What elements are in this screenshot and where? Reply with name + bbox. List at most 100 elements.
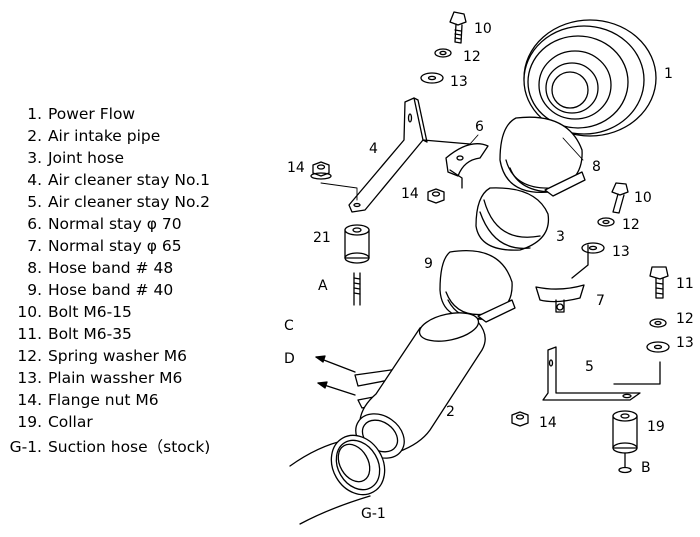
part-number: 13. [17, 369, 42, 387]
spring-washer-right [649, 318, 667, 328]
part-name: Suction hose（stock) [47, 438, 211, 456]
callout-12-right: 12 [676, 311, 694, 327]
part-name: Normal stay φ 70 [47, 215, 182, 233]
spring-washer-top [434, 48, 452, 58]
part-number: G-1. [9, 438, 42, 456]
part-row-4: 4. Air cleaner stay No.1 [0, 171, 210, 193]
arrow-c [315, 355, 356, 373]
callout-9: 9 [424, 256, 433, 272]
leader-lines [320, 134, 584, 201]
plain-washer-right [646, 341, 670, 353]
plain-washer-mid [581, 242, 605, 254]
part-number: 8. [27, 259, 42, 277]
part-name: Power Flow [47, 105, 136, 123]
flange-nut-left [310, 161, 332, 180]
hose-band-48 [499, 116, 586, 197]
callout-14-left: 14 [287, 160, 305, 176]
arrow-d [317, 381, 356, 396]
part-name: Bolt M6-15 [47, 303, 132, 321]
callout-4: 4 [369, 141, 378, 157]
callout-10-mid: 10 [634, 190, 652, 206]
part-name: Bolt M6-35 [47, 325, 132, 343]
callout-13-mid: 13 [612, 244, 630, 260]
part-row-10: 10. Bolt M6-15 [0, 303, 132, 325]
callout-8: 8 [592, 159, 601, 175]
suction-hose-stock [289, 434, 386, 525]
part-number: 1. [27, 105, 42, 123]
part-name: Hose band # 48 [47, 259, 174, 277]
part-row-5: 5. Air cleaner stay No.2 [0, 193, 210, 215]
callout-14-right: 14 [539, 415, 557, 431]
callout-1: 1 [664, 66, 673, 82]
callout-13-top: 13 [450, 74, 468, 90]
flange-nut-mid [427, 188, 445, 204]
part-number: 4. [27, 171, 42, 189]
callout-12-mid: 12 [622, 217, 640, 233]
joint-hose [475, 187, 550, 251]
part-name: Air intake pipe [47, 127, 161, 145]
bolt-m6-15-mid [611, 182, 629, 214]
part-row-12: 12. Spring washer M6 [0, 347, 187, 369]
part-name: Plain wassher M6 [47, 369, 183, 387]
part-number: 2. [27, 127, 42, 145]
part-number: 9. [27, 281, 42, 299]
part-number: 6. [27, 215, 42, 233]
part-number: 7. [27, 237, 42, 255]
part-row-3: 3. Joint hose [0, 149, 124, 171]
stud-a [353, 272, 361, 306]
callout-d: D [284, 351, 295, 367]
air-cleaner-stay-no1 [348, 97, 471, 213]
part-row-13: 13. Plain wassher M6 [0, 369, 182, 391]
part-name: Joint hose [47, 149, 125, 167]
part-name: Spring washer M6 [47, 347, 188, 365]
callout-10-top: 10 [474, 21, 492, 37]
callout-13-right: 13 [676, 335, 694, 351]
callout-7: 7 [596, 293, 605, 309]
collar-19 [612, 410, 638, 474]
callout-11: 11 [676, 276, 694, 292]
air-cleaner-stay-no2 [542, 346, 661, 401]
part-number: 5. [27, 193, 42, 211]
callout-2: 2 [446, 404, 455, 420]
part-name: Air cleaner stay No.2 [47, 193, 211, 211]
part-row-6: 6. Normal stay φ 70 [0, 215, 182, 237]
air-intake-pipe [354, 312, 486, 459]
flange-nut-right [511, 411, 529, 427]
part-row-9: 9. Hose band # 40 [0, 281, 173, 303]
normal-stay-70 [445, 143, 489, 189]
bolt-m6-35 [649, 266, 669, 299]
part-row-8: 8. Hose band # 48 [0, 259, 173, 281]
part-name: Normal stay φ 65 [47, 237, 182, 255]
collar-21 [344, 224, 370, 264]
part-name: Hose band # 40 [47, 281, 174, 299]
part-name: Air cleaner stay No.1 [47, 171, 211, 189]
callout-21: 21 [313, 230, 331, 246]
callout-3: 3 [556, 229, 565, 245]
callout-12-top: 12 [463, 49, 481, 65]
part-row-11: 11. Bolt M6-35 [0, 325, 132, 347]
callout-14-mid: 14 [401, 186, 419, 202]
part-name: Flange nut M6 [47, 391, 159, 409]
callout-a: A [318, 278, 328, 294]
callout-g1: G-1 [361, 506, 386, 522]
normal-stay-65 [535, 244, 589, 313]
part-name: Collar [47, 413, 93, 431]
callout-labels: 10 12 13 1 6 4 14 8 14 10 12 21 3 13 9 A… [284, 21, 694, 522]
callout-19: 19 [647, 419, 665, 435]
part-number: 14. [17, 391, 42, 409]
part-row-19: 19. Collar [0, 413, 93, 435]
part-row-2: 2. Air intake pipe [0, 127, 160, 149]
callout-6: 6 [475, 119, 484, 135]
bolt-m6-15-top [449, 11, 467, 44]
part-row-7: 7. Normal stay φ 65 [0, 237, 182, 259]
part-number: 12. [17, 347, 42, 365]
callout-c: C [284, 318, 294, 334]
part-number: 11. [17, 325, 42, 343]
spring-washer-mid [597, 217, 615, 227]
plain-washer-top [420, 72, 444, 84]
part-number: 10. [17, 303, 42, 321]
hose-band-40 [439, 249, 516, 323]
part-row-g1: G-1. Suction hose（stock) [0, 435, 211, 457]
callout-5: 5 [585, 359, 594, 375]
